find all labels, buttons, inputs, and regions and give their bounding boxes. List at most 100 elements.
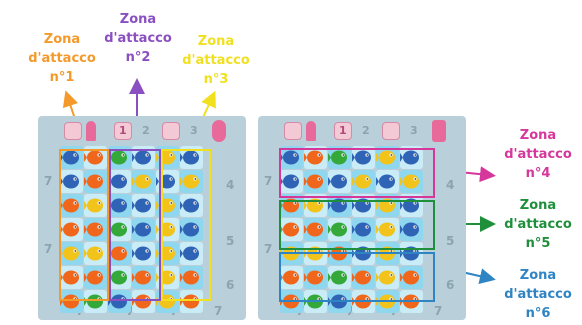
fish-tile-green	[328, 266, 351, 289]
fish-tile-blue	[180, 242, 203, 265]
header-tile-x	[162, 122, 180, 140]
fish-tile-blue	[108, 290, 131, 313]
header-tile	[64, 122, 82, 140]
fish-tile-blue	[400, 194, 423, 217]
fish-tile-yellow	[400, 170, 423, 193]
zone-2-highlight	[109, 149, 161, 301]
fish-tile-orange	[84, 266, 107, 289]
top-number: 1	[119, 124, 127, 137]
pawn-icon	[86, 121, 96, 141]
bottom-number: 7	[214, 304, 223, 318]
fish-tile-orange	[352, 266, 375, 289]
header-tile	[284, 122, 302, 140]
top-number: 3	[410, 124, 418, 137]
header-tile-one	[114, 122, 132, 140]
zone-4-highlight	[279, 148, 435, 198]
fish-tile-orange	[304, 170, 327, 193]
fish-tile-yellow	[60, 242, 83, 265]
fish-tile-orange	[108, 242, 131, 265]
right-number: 5	[446, 234, 455, 248]
zone-label-3: Zona d'attacco n°3	[182, 34, 250, 87]
fish-tile-orange	[84, 170, 107, 193]
fish-tile-orange	[60, 266, 83, 289]
fish-tile-green	[328, 218, 351, 241]
top-number: 3	[190, 124, 198, 137]
board-left: 1 2 3 7 7 4 5 6 7 7 7 7	[38, 116, 246, 320]
fish-tile-blue	[132, 218, 155, 241]
fish-tile-yellow	[352, 170, 375, 193]
fish-tile-blue	[328, 194, 351, 217]
fish-tile-orange	[132, 266, 155, 289]
header-tile-x	[382, 122, 400, 140]
fish-tile-blue	[180, 146, 203, 169]
zone-5-highlight	[279, 200, 435, 250]
fish-tile-blue	[352, 146, 375, 169]
fish-tile-orange	[132, 290, 155, 313]
fish-tile-orange	[60, 194, 83, 217]
fish-tile-blue	[132, 146, 155, 169]
zone-6-highlight	[279, 252, 435, 302]
fish-tile-yellow	[376, 146, 399, 169]
zone-label-1: Zona d'attacco n°1	[28, 32, 96, 85]
board-right: 1 2 3 7 7 4 5 6 7 7 7 7	[258, 116, 466, 320]
left-number: 7	[264, 174, 273, 188]
fish-tile-blue	[132, 194, 155, 217]
zone-1-highlight	[59, 149, 109, 301]
fish-tile-orange	[60, 290, 83, 313]
fish-icon	[212, 120, 226, 142]
fish-tile-blue	[400, 218, 423, 241]
fish-tile-yellow	[376, 266, 399, 289]
fish-tile-orange	[60, 218, 83, 241]
fish-tile-blue	[328, 170, 351, 193]
board-right-top-bar: 1 2 3	[278, 120, 446, 142]
fish-tile-blue	[180, 218, 203, 241]
fish-tile-yellow	[376, 218, 399, 241]
fish-tile-blue	[352, 218, 375, 241]
fish-tile-green	[328, 146, 351, 169]
left-number: 7	[44, 174, 53, 188]
fish-tile-orange	[400, 266, 423, 289]
fish-tile-green	[108, 146, 131, 169]
fish-tile-orange	[180, 290, 203, 313]
fish-tile-green	[108, 218, 131, 241]
fish-tile-orange	[304, 266, 327, 289]
fish-tile-yellow	[84, 242, 107, 265]
fish-tile-orange	[304, 218, 327, 241]
fish-tile-yellow	[180, 170, 203, 193]
fish-tile-blue	[132, 242, 155, 265]
exclamation-icon	[432, 120, 446, 142]
fish-tile-orange	[280, 266, 303, 289]
fish-tile-orange	[84, 218, 107, 241]
grid-left	[60, 146, 204, 314]
zone-label-6: Zona d'attacco n°6	[504, 268, 572, 321]
right-number: 5	[226, 234, 235, 248]
fish-tile-blue	[352, 194, 375, 217]
fish-tile-orange	[304, 146, 327, 169]
right-number: 6	[446, 278, 455, 292]
zone-3-highlight	[161, 149, 211, 301]
grid-right	[280, 146, 424, 314]
zone-label-2: Zona d'attacco n°2	[104, 12, 172, 65]
pawn-icon	[306, 121, 316, 141]
top-number: 2	[362, 124, 370, 137]
zone-label-5: Zona d'attacco n°5	[504, 198, 572, 251]
top-number: 1	[339, 124, 347, 137]
fish-tile-blue	[376, 170, 399, 193]
fish-tile-blue	[280, 146, 303, 169]
fish-tile-orange	[180, 266, 203, 289]
left-number: 7	[264, 242, 273, 256]
fish-tile-blue	[108, 170, 131, 193]
zone-label-4: Zona d'attacco n°4	[504, 128, 572, 181]
fish-tile-blue	[180, 194, 203, 217]
fish-tile-blue	[108, 194, 131, 217]
fish-tile-yellow	[132, 170, 155, 193]
left-number: 7	[44, 242, 53, 256]
top-number: 2	[142, 124, 150, 137]
fish-tile-yellow	[304, 194, 327, 217]
right-number: 4	[226, 178, 235, 192]
bottom-number: 7	[434, 304, 443, 318]
fish-tile-yellow	[84, 194, 107, 217]
fish-tile-blue	[60, 170, 83, 193]
fish-tile-yellow	[376, 194, 399, 217]
header-tile-one	[334, 122, 352, 140]
